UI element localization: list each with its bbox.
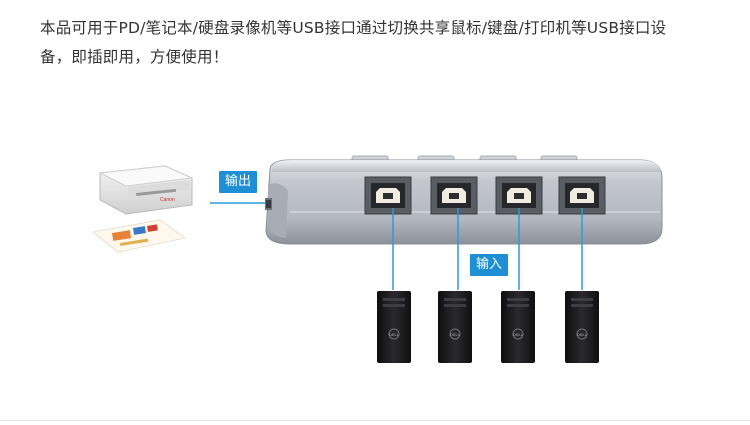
svg-text:DELL: DELL [389, 332, 400, 337]
usb-port-4 [558, 176, 606, 215]
printer-image: Canon [92, 165, 194, 253]
output-label: 输出 [219, 171, 258, 193]
svg-text:DELL: DELL [577, 332, 588, 337]
svg-text:DELL: DELL [513, 332, 524, 337]
computer-tower-4: DELL [565, 291, 599, 363]
usb-port-2 [430, 176, 478, 215]
computer-tower-3: DELL [501, 291, 535, 363]
usb-port-3 [495, 176, 543, 215]
computer-tower-2: DELL [438, 291, 472, 363]
computer-tower-1: DELL [377, 291, 411, 363]
usb-port-1 [364, 176, 412, 215]
svg-text:DELL: DELL [450, 332, 461, 337]
description-line-2: 备，即插即用，方便使用！ [40, 48, 229, 66]
divider [0, 420, 750, 421]
description-text: 本品可用于PD/笔记本/硬盘录像机等USB接口通过切换共享鼠标/键盘/打印机等U… [40, 14, 730, 72]
description-line-1: 本品可用于PD/笔记本/硬盘录像机等USB接口通过切换共享鼠标/键盘/打印机等U… [40, 19, 667, 37]
printer-brand-text: Canon [160, 197, 175, 203]
input-label: 输入 [470, 254, 509, 276]
